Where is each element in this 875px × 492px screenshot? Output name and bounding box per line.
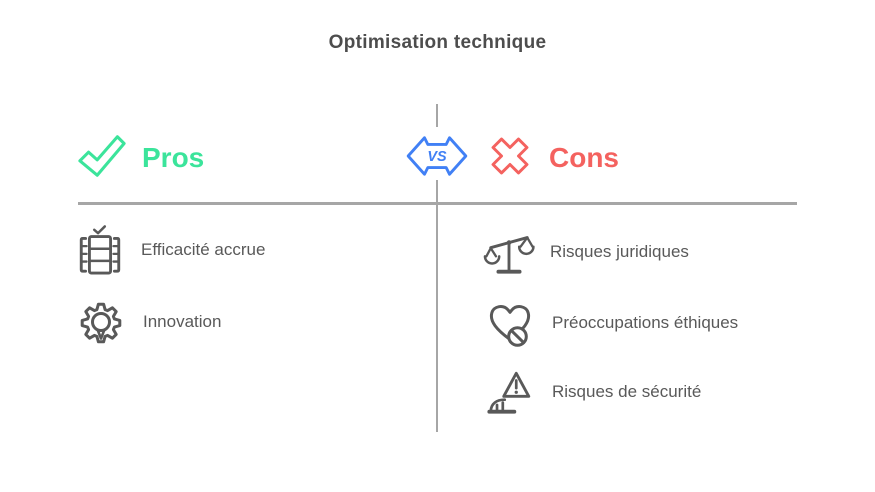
vs-label: VS bbox=[427, 149, 447, 165]
pros-item-label: Innovation bbox=[143, 312, 222, 331]
check-icon bbox=[75, 131, 129, 186]
cons-item-label: Préoccupations éthiques bbox=[552, 313, 739, 332]
pros-item-label: Efficacité accrue bbox=[141, 240, 266, 259]
pros-item: Efficacité accrue bbox=[75, 222, 265, 278]
page-title: Optimisation technique bbox=[328, 32, 547, 53]
server-check-icon bbox=[75, 222, 125, 278]
pros-heading: Pros bbox=[142, 142, 205, 173]
cons-item: Risques de sécurité bbox=[484, 367, 701, 417]
cons-item: Préoccupations éthiques bbox=[484, 297, 738, 349]
warning-barrier-icon bbox=[484, 367, 536, 417]
gear-bulb-icon bbox=[75, 296, 127, 348]
header-divider bbox=[78, 202, 797, 205]
x-icon bbox=[486, 132, 534, 185]
pros-item: Innovation bbox=[75, 296, 221, 348]
vs-badge: VS bbox=[406, 131, 468, 181]
cons-item-label: Risques de sécurité bbox=[552, 382, 702, 401]
heart-ban-icon bbox=[484, 297, 536, 349]
cons-item-label: Risques juridiques bbox=[550, 242, 689, 261]
cons-heading: Cons bbox=[549, 142, 619, 173]
vs-hexagon-arrows-icon bbox=[406, 136, 468, 176]
cons-header: Cons bbox=[486, 133, 619, 183]
center-divider-top bbox=[435, 104, 438, 127]
center-divider-bottom bbox=[435, 180, 438, 432]
scales-icon bbox=[483, 227, 535, 277]
cons-item: Risques juridiques bbox=[483, 227, 689, 277]
pros-header: Pros bbox=[75, 131, 204, 185]
